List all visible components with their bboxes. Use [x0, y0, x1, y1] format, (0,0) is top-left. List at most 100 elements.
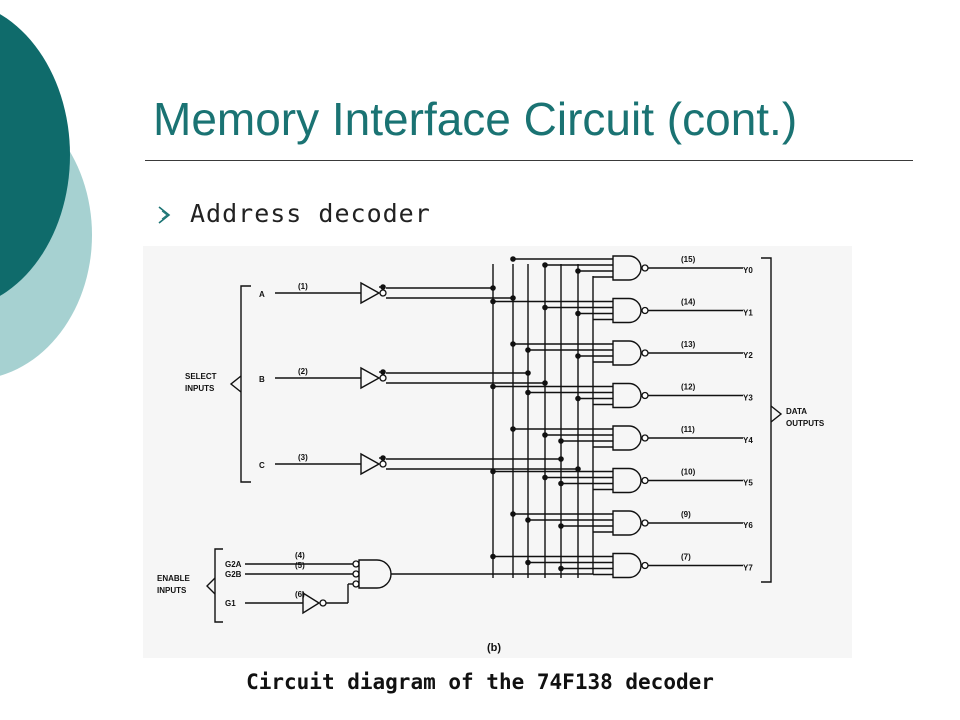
nand-gate-Y0-input-3-junction — [575, 268, 581, 274]
nand-gate-Y1-input-2-junction — [542, 304, 548, 311]
nand-gate-Y3 — [612, 382, 642, 409]
output-Y3-pin: (12) — [681, 383, 696, 392]
nand-gate-Y2 — [612, 340, 642, 366]
output-Y6-label: Y6 — [743, 521, 753, 530]
title-divider — [145, 160, 913, 161]
buffer-B-inversion-bubble — [379, 374, 387, 382]
nand-gate-Y4-bubble — [641, 434, 649, 442]
nand-gate-Y4-input-1-junction — [510, 426, 516, 432]
data-outputs-label-line2: OUTPUTS — [786, 419, 825, 428]
nand-gate-Y5-input-2-junction — [542, 474, 548, 481]
nand-gate-Y0-bubble — [641, 264, 649, 272]
nand-gate-Y1-bubble — [641, 306, 649, 315]
output-Y2-label: Y2 — [743, 351, 753, 360]
select-input-A-label: A — [259, 290, 265, 299]
nand-gate-Y6-input-2-junction — [525, 517, 531, 523]
select-label-line1: SELECT — [185, 372, 217, 381]
enable-G1-buffer-triangle — [302, 591, 321, 615]
output-Y0-pin: (15) — [681, 255, 696, 264]
figure-sublabel: (b) — [487, 642, 501, 654]
buffer-A-true-node — [380, 284, 386, 290]
output-Y4-label: Y4 — [743, 436, 753, 445]
select-input-B-pin: (2) — [298, 367, 308, 376]
nand-gate-Y2-bubble — [641, 349, 649, 357]
slide-title: Memory Interface Circuit (cont.) — [153, 93, 798, 145]
nand-gate-Y5-input-1-junction — [490, 468, 496, 475]
buffer-A-inversion-bubble — [379, 289, 387, 297]
enable-label-line1: ENABLE — [157, 574, 191, 583]
enable-input-G2B-label: G2B — [225, 570, 242, 579]
nand-gate-Y4 — [612, 425, 642, 451]
enable-input-G2B-pin: (5) — [295, 561, 305, 570]
enable-G2A-inversion-bubble — [352, 560, 360, 568]
bullet-address-decoder: Address decoder — [190, 199, 431, 228]
nand-gate-Y6 — [612, 510, 642, 536]
select-input-B-label: B — [259, 375, 265, 384]
output-Y2-pin: (13) — [681, 340, 696, 349]
select-inputs-bracket — [240, 285, 251, 483]
diagram-panel — [143, 246, 852, 658]
select-inputs-bracket-point — [229, 375, 242, 393]
bullet-icon — [158, 206, 171, 224]
output-Y1-pin: (14) — [681, 298, 696, 307]
nand-gate-Y2-input-1-junction — [510, 341, 516, 347]
enable-inputs-bracket-point — [206, 577, 216, 595]
nand-gate-Y4-input-2-junction — [542, 432, 548, 438]
output-Y3-label: Y3 — [743, 394, 753, 403]
output-Y7-label: Y7 — [743, 564, 753, 573]
nand-gate-Y0 — [612, 255, 642, 281]
enable-input-G2A-pin: (4) — [295, 551, 305, 560]
output-Y5-label: Y5 — [743, 479, 753, 488]
buffer-B-true-node — [380, 369, 386, 375]
nand-gate-Y1-input-1-junction — [490, 298, 496, 305]
nand-gate-Y3-bubble — [641, 391, 649, 400]
enable-G1-inversion-bubble — [319, 599, 327, 607]
nand-gate-Y7-input-3-junction — [558, 565, 564, 572]
buffer-A-triangle — [360, 281, 381, 305]
enable-input-G1-label: G1 — [225, 599, 236, 608]
enable-G1-gate-bubble — [352, 580, 360, 588]
decoder-circuit-diagram: SELECT INPUTS ENABLE INPUTS DATA OUTPUTS… — [157, 255, 825, 654]
nand-gate-Y3-input-1-junction — [490, 383, 496, 390]
figure-caption: Circuit diagram of the 74F138 decoder — [246, 670, 714, 694]
buffer-C-triangle — [360, 452, 381, 476]
select-input-C-pin: (3) — [298, 453, 308, 462]
enable-G2B-inversion-bubble — [352, 570, 360, 578]
output-Y4-pin: (11) — [681, 425, 695, 434]
nand-gate-Y5-bubble — [641, 476, 649, 485]
output-Y1-label: Y1 — [743, 309, 753, 318]
nand-gate-Y7 — [612, 552, 642, 579]
nand-gate-Y6-input-3-junction — [558, 523, 564, 529]
select-input-C-label: C — [259, 461, 265, 470]
buffer-C-inversion-bubble — [379, 460, 387, 468]
enable-label-line2: INPUTS — [157, 586, 187, 595]
select-input-A-pin: (1) — [298, 282, 308, 291]
nand-gate-Y2-input-3-junction — [575, 353, 581, 359]
nand-gate-Y2-input-2-junction — [525, 347, 531, 353]
output-Y7-pin: (7) — [681, 553, 691, 562]
buffer-C-true-node — [380, 455, 386, 461]
enable-and-gate — [358, 559, 392, 589]
output-Y6-pin: (9) — [681, 510, 691, 519]
nand-gate-Y6-input-1-junction — [510, 511, 516, 517]
nand-gate-Y5 — [612, 467, 642, 494]
data-outputs-bracket-point — [770, 405, 783, 423]
nand-gate-Y7-input-2-junction — [525, 559, 531, 566]
output-Y5-pin: (10) — [681, 468, 696, 477]
nand-gate-Y3-input-3-junction — [575, 395, 581, 402]
nand-gate-Y0-input-1-junction — [510, 256, 516, 262]
buffer-B-triangle — [360, 366, 381, 390]
data-outputs-bracket — [761, 257, 772, 583]
nand-gate-Y3-input-2-junction — [525, 389, 531, 396]
nand-gate-Y6-bubble — [641, 519, 649, 527]
nand-gate-Y4-input-3-junction — [558, 438, 564, 444]
data-outputs-label-line1: DATA — [786, 407, 807, 416]
nand-gate-Y7-bubble — [641, 561, 649, 570]
enable-inputs-bracket — [214, 548, 223, 623]
output-Y0-label: Y0 — [743, 266, 753, 275]
enable-input-G1-pin: (6) — [295, 590, 305, 599]
nand-gate-Y1-input-3-junction — [575, 310, 581, 317]
select-label-line2: INPUTS — [185, 384, 215, 393]
enable-input-G2A-label: G2A — [225, 560, 242, 569]
nand-gate-Y7-input-1-junction — [490, 553, 496, 560]
